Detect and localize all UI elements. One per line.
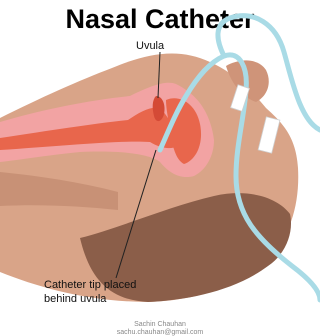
label-uvula: Uvula	[136, 40, 164, 52]
label-catheter-tip: Catheter tip placed behind uvula	[44, 278, 136, 306]
credit-email: sachu.chauhan@gmail.com	[0, 329, 320, 336]
label-catheter-tip-line-1: Catheter tip placed	[44, 278, 136, 292]
label-catheter-tip-line-2: behind uvula	[44, 292, 136, 306]
credit-name: Sachin Chauhan	[0, 321, 320, 328]
